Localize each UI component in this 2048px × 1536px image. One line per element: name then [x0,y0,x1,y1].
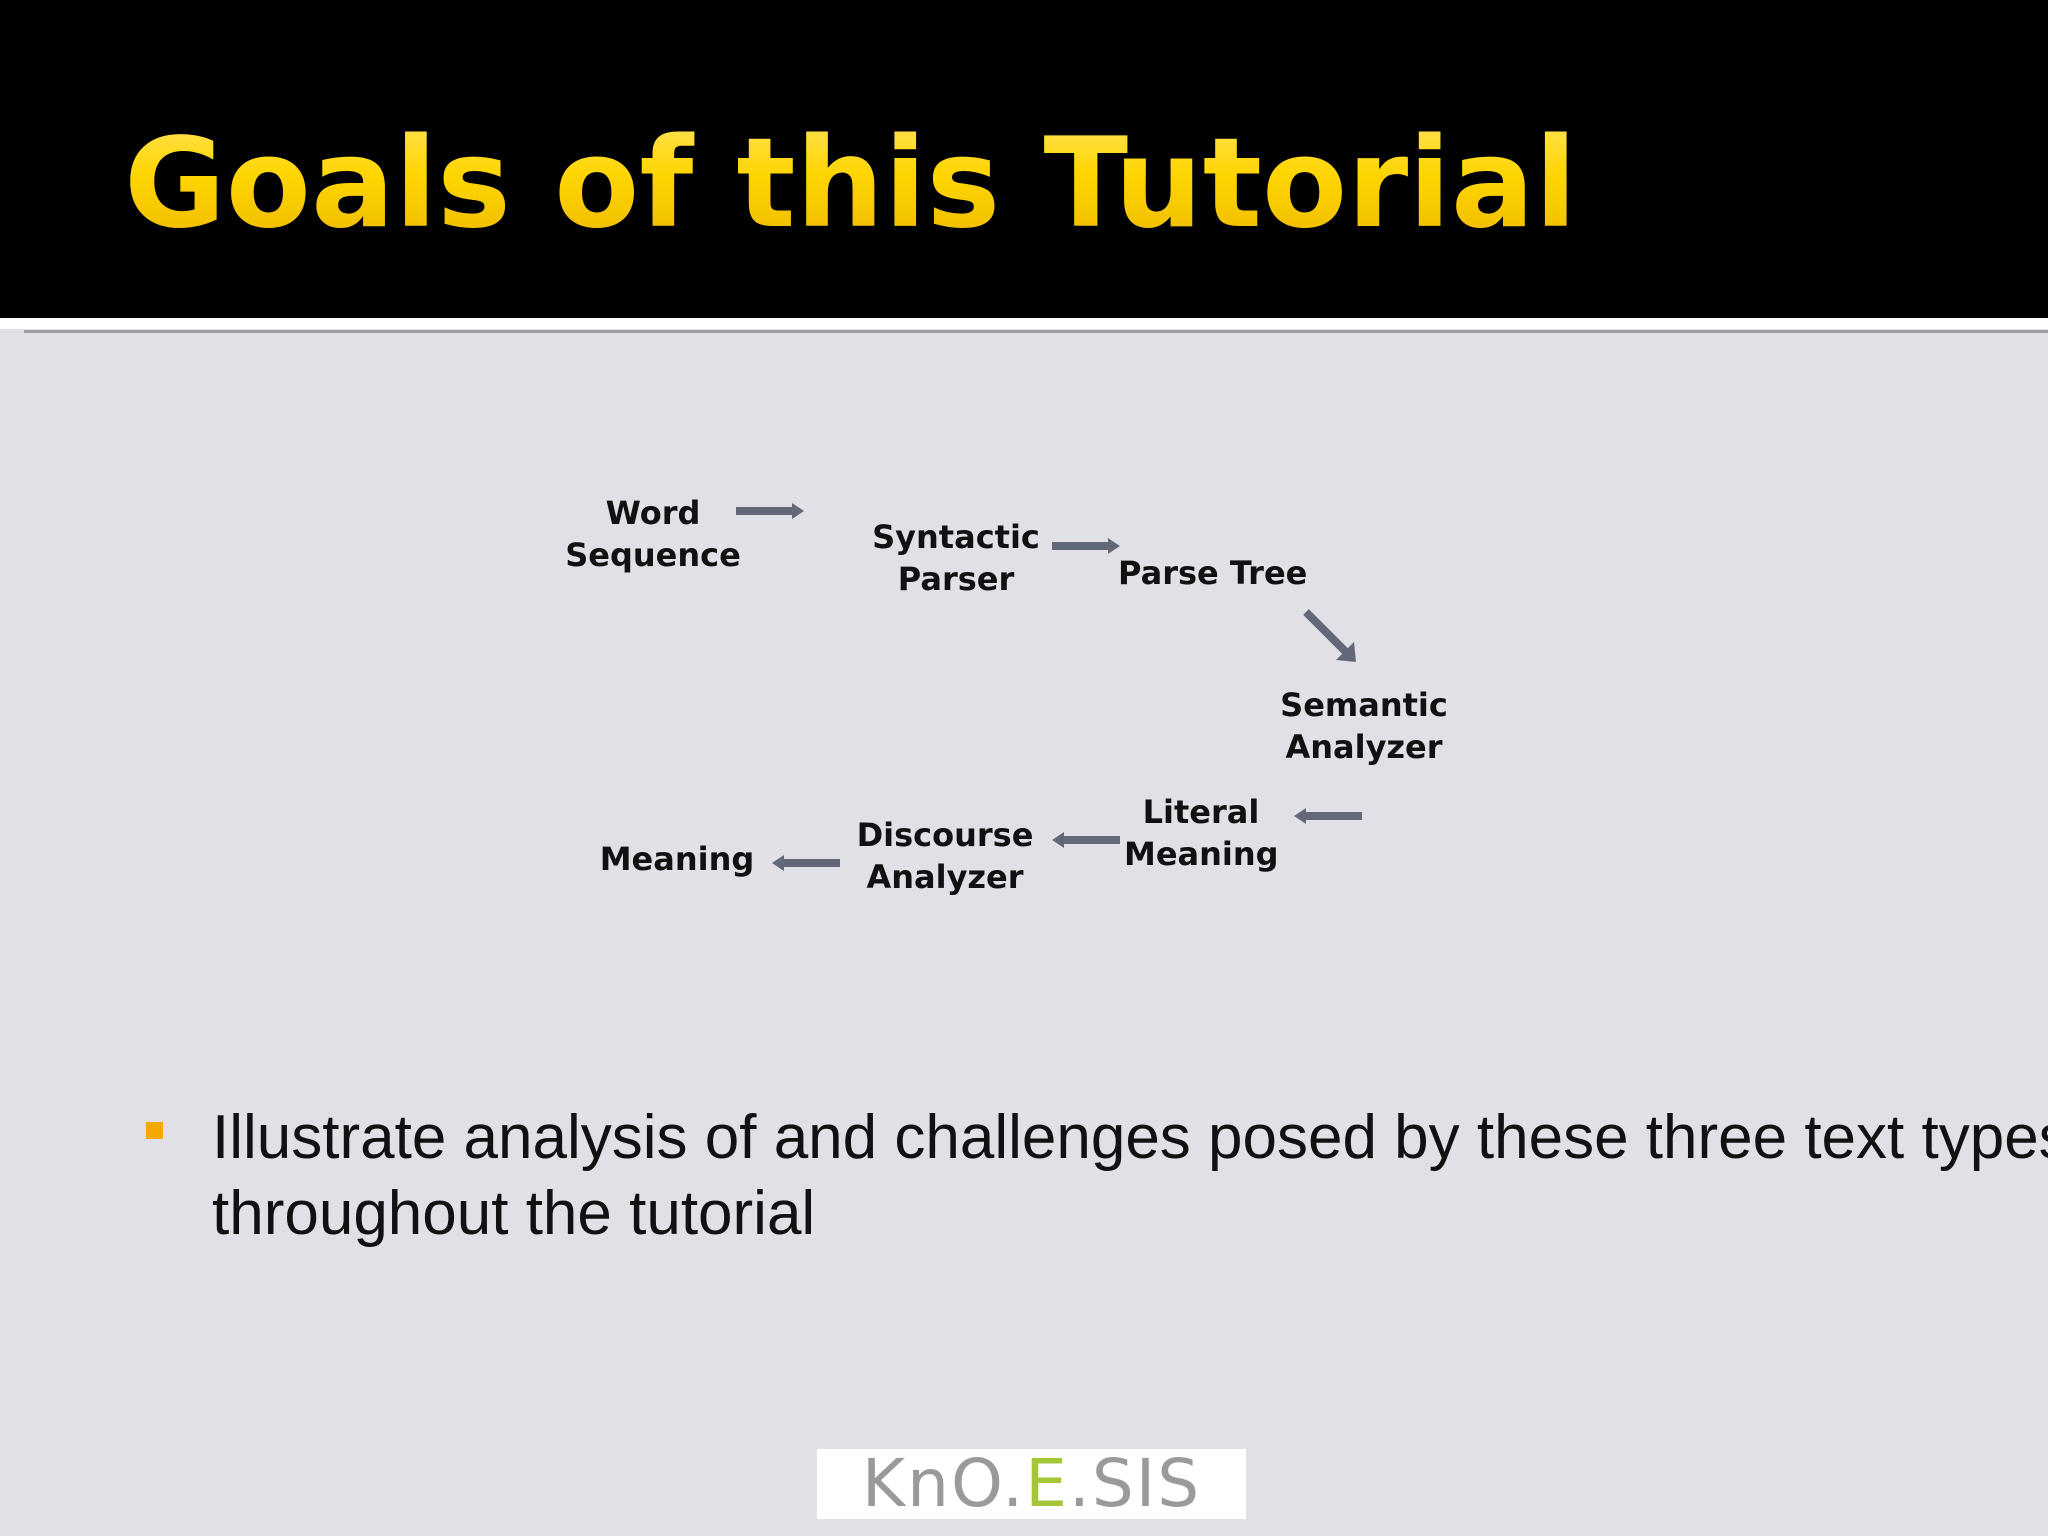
arrow-tree-to-semantic [1303,609,1356,662]
node-semantic-analyzer-line1: Semantic [1280,686,1448,724]
node-syntactic-parser: Syntactic Parser [866,516,1046,600]
slide-title: Goals of this Tutorial [124,104,1577,264]
knoesis-logo: KnO.E.SIS [817,1449,1246,1519]
arrow-discourse-to-meaning [772,855,840,871]
arrow-literal-to-discourse [1052,832,1120,848]
header-rule [24,330,2048,333]
node-literal-meaning-line2: Meaning [1124,835,1279,873]
arrow-semantic-to-literal [1294,808,1362,824]
logo-text-end: .SIS [1068,1445,1202,1522]
node-meaning: Meaning [598,838,756,880]
logo-text-accent: E [1025,1445,1069,1522]
node-word-sequence-line1: Word [605,494,701,532]
node-parse-tree: Parse Tree [1118,552,1308,594]
node-meaning-line1: Meaning [599,840,755,878]
node-word-sequence-line2: Sequence [565,536,741,574]
title-bar: Goals of this Tutorial [0,0,2048,318]
node-literal-meaning-line1: Literal [1142,793,1260,831]
square-bullet-icon [146,1122,163,1139]
node-word-sequence: Word Sequence [560,492,746,576]
bullet-text: Illustrate analysis of and challenges po… [212,1103,2048,1248]
node-syntactic-parser-line2: Parser [897,560,1015,598]
logo-text: KnO.E.SIS [817,1449,1246,1519]
arrow-parser-to-tree [1052,538,1120,554]
node-discourse-analyzer-line2: Analyzer [866,858,1024,896]
node-discourse-analyzer-line1: Discourse [856,816,1034,854]
arrow-word-to-parser [736,503,804,519]
header-divider-band [0,318,2048,329]
node-discourse-analyzer: Discourse Analyzer [850,814,1040,898]
node-syntactic-parser-line1: Syntactic [872,518,1040,556]
node-parse-tree-line1: Parse Tree [1118,554,1308,592]
node-literal-meaning: Literal Meaning [1124,791,1279,875]
node-semantic-analyzer-line2: Analyzer [1285,728,1443,766]
node-semantic-analyzer: Semantic Analyzer [1276,684,1452,768]
logo-text-main: KnO. [861,1445,1026,1522]
